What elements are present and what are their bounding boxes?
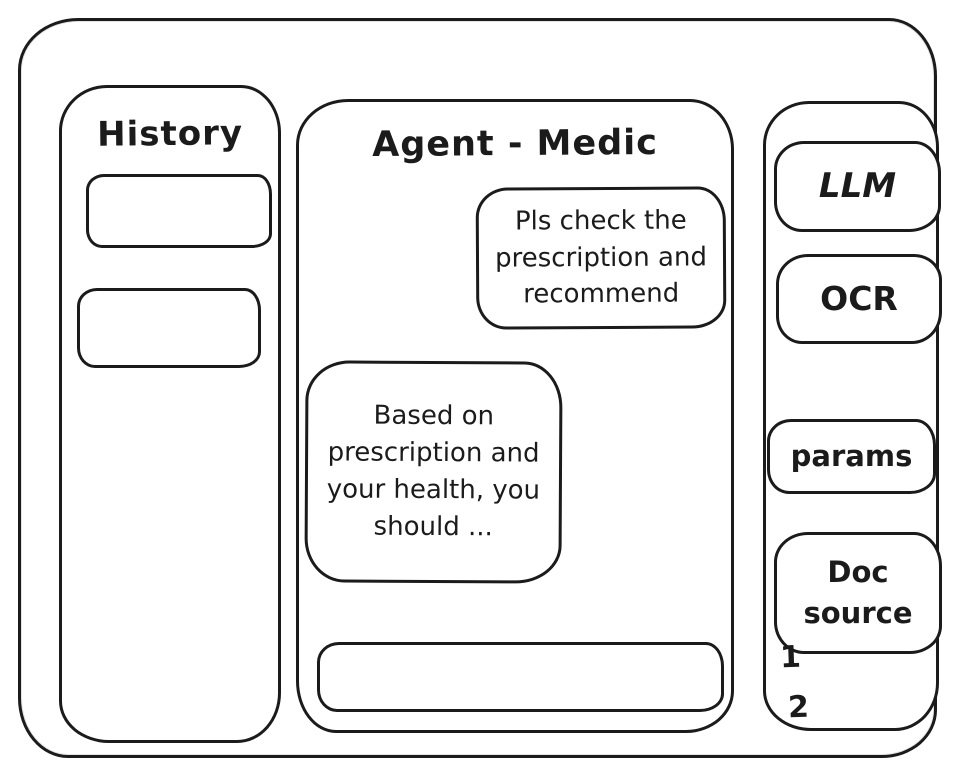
ocr-button[interactable]: OCR [776,254,942,344]
tools-sidebar: LLM OCR params Doc source 1 2 [763,101,942,731]
chat-panel: Agent - Medic Pls check the prescription… [296,99,734,733]
agent-message-bubble: Based on prescription and your health, y… [304,360,563,584]
message-input[interactable] [317,642,724,712]
llm-button[interactable]: LLM [774,141,941,232]
history-sidebar: History [59,85,281,743]
history-title: History [96,113,244,155]
history-item[interactable] [86,174,272,248]
params-button[interactable]: params [767,419,936,494]
history-item[interactable] [77,288,261,368]
doc-source-button[interactable]: Doc source [774,532,942,654]
app-window: History Agent - Medic Pls check the pres… [18,18,942,758]
doc-source-item-2[interactable]: 2 [787,689,810,726]
user-message-bubble: Pls check the prescription and recommend [475,186,727,330]
doc-source-item-1[interactable]: 1 [779,639,802,676]
chat-title: Agent - Medic [372,123,659,165]
